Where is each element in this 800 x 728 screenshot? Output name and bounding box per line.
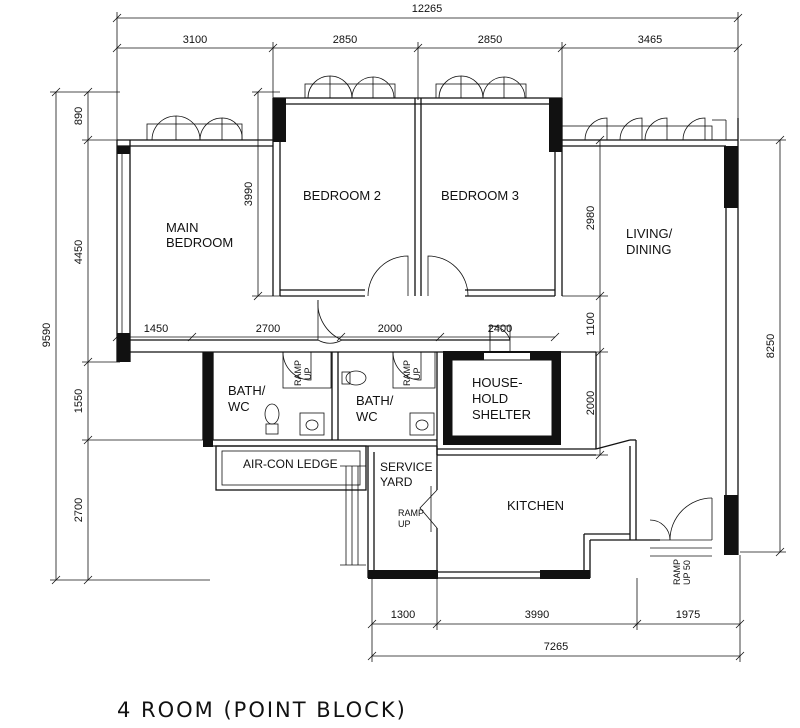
ramp-4-line1: RAMP — [672, 559, 682, 585]
shelter-label-line3: SHELTER — [472, 407, 531, 422]
dim-left-1: 890 — [73, 107, 85, 125]
windows — [121, 75, 727, 333]
dim-bottom-1: 1300 — [391, 609, 415, 621]
dim-bottom-2: 3990 — [525, 609, 549, 621]
shelter-label-line2: HOLD — [472, 391, 508, 406]
ramp-2-line2: UP — [412, 367, 422, 380]
dim-overall-width: 12265 — [412, 3, 443, 15]
room-labels: MAIN BEDROOM BEDROOM 2 BEDROOM 3 LIVING/… — [166, 188, 673, 513]
dimension-labels: 12265 3100 2850 2850 3465 1450 2700 2000… — [41, 3, 777, 653]
dim-left-4: 2700 — [73, 498, 85, 522]
ramp-labels: RAMP UP RAMP UP RAMP UP RAMP UP 50 — [293, 360, 692, 585]
bath-wc-1-label-line1: BATH/ — [228, 383, 266, 398]
dim-mid-3: 2000 — [585, 391, 597, 415]
shelter-label-line1: HOUSE- — [472, 375, 523, 390]
walls — [116, 97, 739, 579]
ramp-1-line1: RAMP — [293, 360, 303, 386]
ramp-1-line2: UP — [303, 367, 313, 380]
bath-wc-2-label-line2: WC — [356, 409, 378, 424]
doors — [282, 255, 713, 557]
main-bedroom-label-line2: BEDROOM — [166, 235, 233, 250]
dim-top-4: 3465 — [638, 34, 662, 46]
bath-wc-1-label-line2: WC — [228, 399, 250, 414]
dim-inner-4: 2400 — [488, 323, 512, 335]
dim-top-2: 2850 — [333, 34, 357, 46]
ramp-3-line1: RAMP — [398, 508, 424, 518]
living-dining-label-line2: DINING — [626, 242, 672, 257]
plan-title: 4 ROOM (POINT BLOCK) — [117, 698, 407, 722]
structural-columns — [117, 98, 738, 579]
main-bedroom-label-line1: MAIN — [166, 220, 199, 235]
ramp-2-line1: RAMP — [402, 360, 412, 386]
dim-left-inner: 3990 — [243, 182, 255, 206]
dim-inner-1: 1450 — [144, 323, 168, 335]
dim-top-1: 3100 — [183, 34, 207, 46]
dim-top-3: 2850 — [478, 34, 502, 46]
dim-bottom-3: 1975 — [676, 609, 700, 621]
aircon-ledge-label: AIR-CON LEDGE — [243, 457, 338, 471]
kitchen-label: KITCHEN — [507, 498, 564, 513]
dim-left-3: 1550 — [73, 389, 85, 413]
ramp-3-line2: UP — [398, 519, 411, 529]
service-yard-label-line1: SERVICE — [380, 460, 432, 474]
dim-mid-1: 2980 — [585, 206, 597, 230]
bedroom-3-label: BEDROOM 3 — [441, 188, 519, 203]
ramp-4-line2: UP 50 — [682, 560, 692, 585]
dim-inner-3: 2000 — [378, 323, 402, 335]
dim-right: 8250 — [765, 334, 777, 358]
dim-left-overall: 9590 — [41, 323, 53, 347]
dim-mid-2: 1100 — [585, 312, 597, 336]
bath-wc-2-label-line1: BATH/ — [356, 393, 394, 408]
living-dining-label-line1: LIVING/ — [626, 226, 673, 241]
bathroom-fixtures — [264, 370, 435, 436]
service-yard-label-line2: YARD — [380, 475, 413, 489]
dim-bottom-total: 7265 — [544, 641, 568, 653]
dim-inner-2: 2700 — [256, 323, 280, 335]
bedroom-2-label: BEDROOM 2 — [303, 188, 381, 203]
dim-left-2: 4450 — [73, 240, 85, 264]
